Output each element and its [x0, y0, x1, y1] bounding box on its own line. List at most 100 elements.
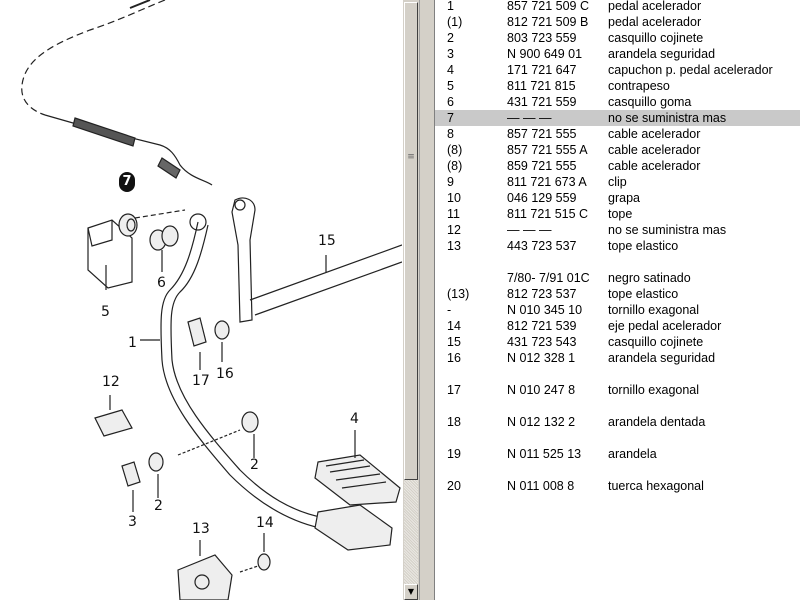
parts-row[interactable] [435, 254, 800, 270]
part-ref-cell: 6 [447, 95, 454, 109]
lever-arm [231, 197, 256, 323]
callout-3[interactable]: 3 [128, 514, 137, 530]
part-desc-cell: negro satinado [608, 271, 691, 285]
callout-5[interactable]: 5 [101, 304, 110, 320]
parts-row[interactable]: (8) 859 721 555 cable acelerador [435, 158, 800, 174]
part-desc-cell: capuchon p. pedal acelerador [608, 63, 773, 77]
part-ref-cell: - [447, 303, 452, 317]
callout-2-left[interactable]: 2 [154, 498, 163, 514]
callout-7[interactable]: 7 [119, 172, 135, 192]
bushing-7-hole [126, 218, 136, 232]
part-ref-cell: 5 [447, 79, 454, 93]
cable-end-fitting [157, 157, 181, 179]
part-desc-cell: arandela [608, 447, 657, 461]
diagram-scrollbar[interactable]: ▼ [402, 0, 419, 600]
part-number-cell: 857 721 555 [507, 127, 577, 141]
counterweight-face [87, 220, 113, 247]
parts-row[interactable] [435, 398, 800, 414]
parts-row[interactable]: 19 N 011 525 13 arandela [435, 446, 800, 462]
part-desc-cell: no se suministra mas [608, 111, 727, 125]
part-desc-cell: cable acelerador [608, 159, 701, 173]
part-ref-cell: (8) [447, 159, 463, 173]
scrollbar-track[interactable] [404, 480, 418, 584]
splitter-grip-icon[interactable]: ≡ [407, 152, 415, 162]
diagram-drawing [21, 0, 402, 600]
bushing-7 [118, 213, 138, 237]
part-ref-cell: (13) [447, 287, 470, 301]
bushing-6b [161, 225, 179, 247]
part-ref-cell: 19 [447, 447, 461, 461]
parts-row[interactable]: - N 010 345 10 tornillo exagonal [435, 302, 800, 318]
parts-row[interactable] [435, 430, 800, 446]
part-number-cell: N 010 345 10 [507, 303, 583, 317]
part-ref-cell: 12 [447, 223, 461, 237]
callout-13[interactable]: 13 [192, 521, 210, 537]
shaft-lines [249, 244, 402, 316]
part-ref-cell: 1 [447, 0, 454, 13]
parts-row[interactable] [435, 462, 800, 478]
callout-17[interactable]: 17 [192, 373, 210, 389]
part-number-cell: 859 721 555 [507, 159, 577, 173]
bushing-2-left [148, 452, 164, 472]
callout-2-right[interactable]: 2 [250, 457, 259, 473]
scroll-down-arrow-icon[interactable]: ▼ [404, 584, 418, 600]
assembly-line-7 [134, 209, 186, 219]
part-number-cell: 431 723 543 [507, 335, 577, 349]
callout-15[interactable]: 15 [318, 233, 336, 249]
part-ref-cell: 10 [447, 191, 461, 205]
parts-diagram[interactable]: 7 5 6 15 1 17 16 12 4 2 2 3 13 14 [0, 0, 402, 600]
part-number-cell: 812 723 537 [507, 287, 577, 301]
bracket-13 [177, 554, 233, 600]
part-number-cell: — — — [507, 111, 552, 125]
callout-1[interactable]: 1 [128, 335, 137, 351]
callout-6[interactable]: 6 [157, 275, 166, 291]
part-desc-cell: arandela seguridad [608, 351, 716, 365]
pedal-arm-path-2 [170, 224, 326, 519]
callout-16[interactable]: 16 [216, 366, 234, 382]
callout-14[interactable]: 14 [256, 515, 274, 531]
leaders-16-17 [199, 342, 223, 370]
part-number-cell: 171 721 647 [507, 63, 577, 77]
parts-row[interactable]: 12— — —no se suministra mas [435, 222, 800, 238]
part-number-cell: 443 723 537 [507, 239, 577, 253]
part-number-cell: — — — [507, 223, 552, 237]
parts-row-selected[interactable]: 7— — —no se suministra mas [435, 110, 800, 126]
part-desc-cell: tornillo exagonal [608, 303, 700, 317]
washer-16 [214, 320, 230, 340]
clip-3 [121, 461, 141, 487]
parts-row[interactable] [435, 366, 800, 382]
part-ref-cell: 20 [447, 479, 461, 493]
pedal-pad-upper [314, 454, 401, 506]
pane-splitter[interactable] [419, 0, 435, 600]
scrollbar-thumb[interactable] [404, 2, 418, 480]
part-desc-cell: tuerca hexagonal [608, 479, 704, 493]
part-desc-cell: arandela dentada [608, 415, 706, 429]
callout-4[interactable]: 4 [350, 411, 359, 427]
part-ref-cell: 18 [447, 415, 461, 429]
part-number-cell: N 011 525 13 [507, 447, 582, 461]
callout-12[interactable]: 12 [102, 374, 120, 390]
part-desc-cell: pedal acelerador [608, 15, 702, 29]
